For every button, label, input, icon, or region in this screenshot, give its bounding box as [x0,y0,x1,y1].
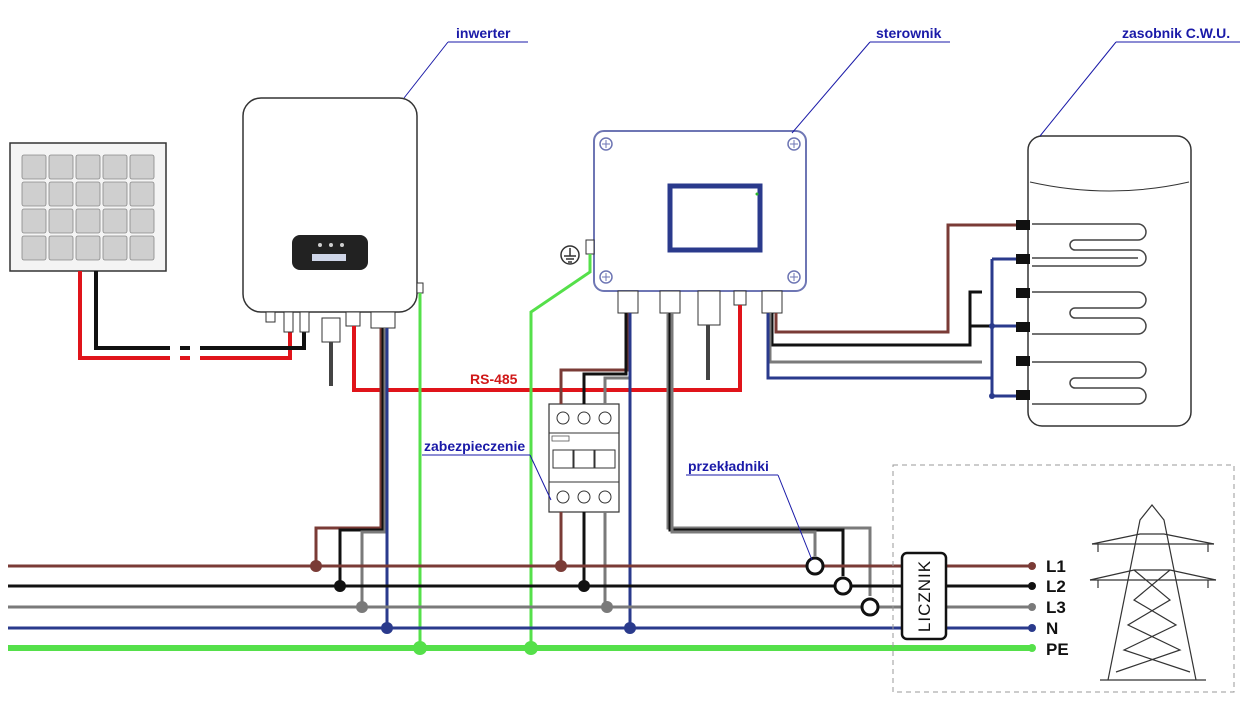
bus-label-l2: L2 [1046,577,1066,596]
rs485-cable [352,305,742,392]
label-rs485: RS-485 [470,371,518,387]
power-pylon-icon [1089,504,1217,681]
label-protection: zabezpieczenie [424,438,525,454]
label-controller: sterownik [876,25,942,41]
earth-wires [418,254,592,648]
label-ct: przekładniki [688,458,769,474]
controller [585,130,807,380]
inverter-ac-wires [314,328,389,628]
water-tank [1016,135,1192,427]
meter-label: LICZNIK [915,560,934,632]
solar-panel-icon [9,142,167,272]
inverter [242,97,424,386]
label-tank: zasobnik C.W.U. [1122,25,1230,41]
bus-lines [8,564,1032,651]
circuit-breaker [548,403,620,513]
bus-label-pe: PE [1046,640,1069,659]
callouts: inwerter sterownik zasobnik C.W.U. zabez… [403,25,1240,561]
label-inverter: inwerter [456,25,511,41]
bus-label-l1: L1 [1046,557,1066,576]
bus-ends [1028,562,1036,652]
junctions [310,560,636,655]
energy-meter: LICZNIK [900,551,948,641]
grid-area [892,464,1235,693]
bus-label-n: N [1046,619,1058,638]
bus-label-l3: L3 [1046,598,1066,617]
ct-wires [666,313,872,596]
ground-symbol-icon [560,245,580,265]
current-transformers [805,556,880,617]
controller-supply-wires [559,313,632,628]
bus-labels: L1 L2 L3 N PE [1046,557,1069,659]
